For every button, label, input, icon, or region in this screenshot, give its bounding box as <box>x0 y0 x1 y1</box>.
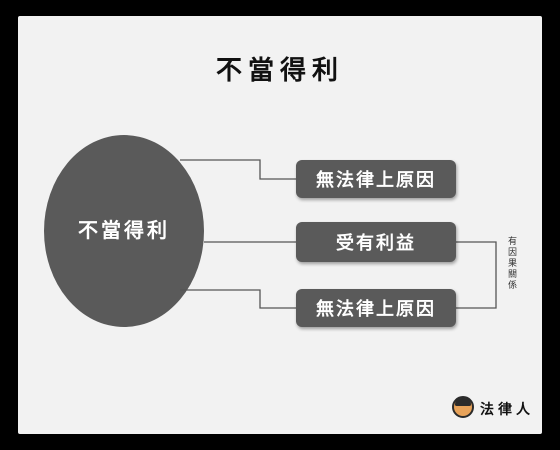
relation-bracket <box>456 241 497 309</box>
element-box-benefit-received: 受有利益 <box>296 222 456 262</box>
center-ellipse <box>44 135 204 327</box>
element-box-no-legal-cause-1: 無法律上原因 <box>296 160 456 198</box>
logo-avatar-icon <box>452 396 474 418</box>
causation-label: 有因果關係 <box>508 237 518 291</box>
element-box-no-legal-cause-2: 無法律上原因 <box>296 289 456 327</box>
center-ellipse-label: 不當得利 <box>78 218 170 242</box>
connector-bottom <box>180 289 296 309</box>
connector-top <box>180 159 296 180</box>
diagram-title: 不當得利 <box>215 56 344 86</box>
logo-text: 法律人 <box>480 402 534 418</box>
